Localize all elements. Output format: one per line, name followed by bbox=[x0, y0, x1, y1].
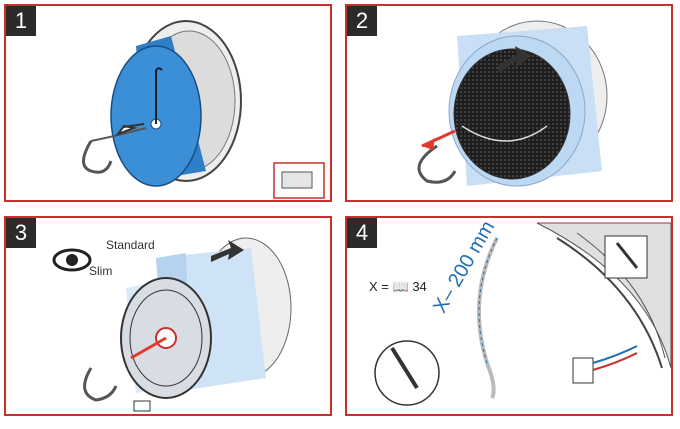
remove-filter-illustration bbox=[82, 20, 325, 199]
eye-icon bbox=[52, 248, 92, 272]
page-reference: X = 📖 34 bbox=[369, 279, 427, 295]
arrow-icon bbox=[211, 240, 244, 262]
grease-filter-illustration bbox=[417, 20, 608, 187]
cable-cut-illustration bbox=[374, 222, 671, 406]
reference-prefix: X = bbox=[369, 279, 389, 294]
reference-page: 34 bbox=[412, 279, 427, 294]
wire-cutter-icon bbox=[374, 340, 440, 406]
step-number: 3 bbox=[6, 218, 36, 248]
slim-label: Slim bbox=[89, 264, 113, 278]
connector-icon bbox=[133, 400, 151, 412]
step-2-panel: 2 bbox=[345, 4, 673, 202]
filter-options-illustration bbox=[52, 237, 292, 412]
connector-icon bbox=[572, 345, 638, 384]
step-1-panel: 1 bbox=[4, 4, 332, 202]
arrow-icon bbox=[497, 46, 532, 73]
step-number: 4 bbox=[347, 218, 377, 248]
step-3-panel: 3 Standard Slim bbox=[4, 216, 332, 416]
step-4-panel: 4 X = 📖 34 X– 200 mm bbox=[345, 216, 673, 416]
step-number: 2 bbox=[347, 6, 377, 36]
step-number: 1 bbox=[6, 6, 36, 36]
standard-label: Standard bbox=[106, 238, 155, 252]
book-icon: 📖 bbox=[392, 279, 409, 294]
arrow-icon bbox=[115, 123, 145, 137]
